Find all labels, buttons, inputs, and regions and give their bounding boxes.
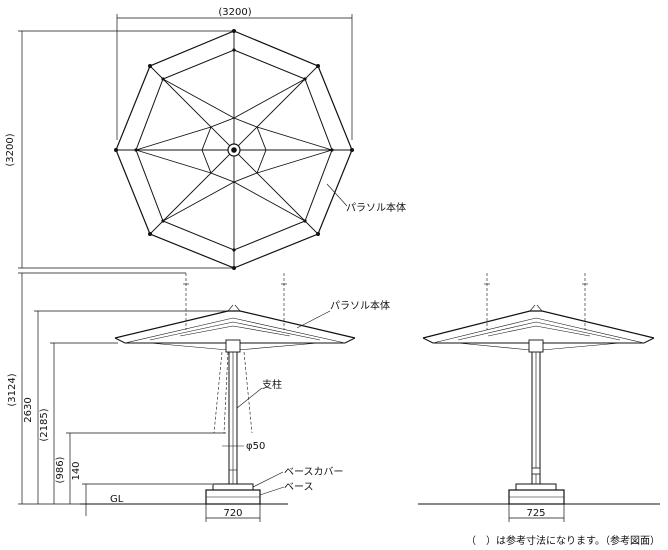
side-body-label: パラソル本体 [330, 299, 390, 312]
front-view: 725 [418, 273, 660, 522]
ground-label: GL [110, 494, 124, 505]
front-base [508, 483, 565, 505]
base-label: ベース [284, 481, 314, 493]
side-view: GL (3124) 2630 (2185) (986) 140 [7, 272, 390, 522]
top-width-dim: (3200) [218, 7, 251, 18]
dim-2630: 2630 [23, 397, 34, 422]
top-height-dim: (3200) [5, 133, 16, 166]
top-body-label: パラソル本体 [346, 201, 406, 214]
front-canopy [422, 304, 655, 353]
top-view: (3200) (3200) [5, 7, 406, 270]
dim-140: 140 [71, 461, 82, 480]
pole-diameter: φ50 [246, 441, 265, 452]
dim-overall: (3124) [7, 373, 18, 406]
dim-986: (986) [55, 456, 66, 483]
side-base-width: 720 [223, 508, 242, 519]
side-canopy [114, 304, 356, 353]
rib-tip-dots [114, 29, 354, 270]
reference-note: （ ）は参考寸法になります。（参考図面） [466, 534, 660, 547]
folded-canopy [213, 351, 253, 434]
base-cover-label: ベースカバー [284, 466, 344, 478]
front-pole [531, 352, 541, 490]
side-base [205, 483, 261, 505]
side-pole [228, 352, 238, 490]
dim-2185: (2185) [39, 408, 50, 441]
front-base-width: 725 [526, 508, 545, 519]
pole-label: 支柱 [262, 378, 282, 391]
